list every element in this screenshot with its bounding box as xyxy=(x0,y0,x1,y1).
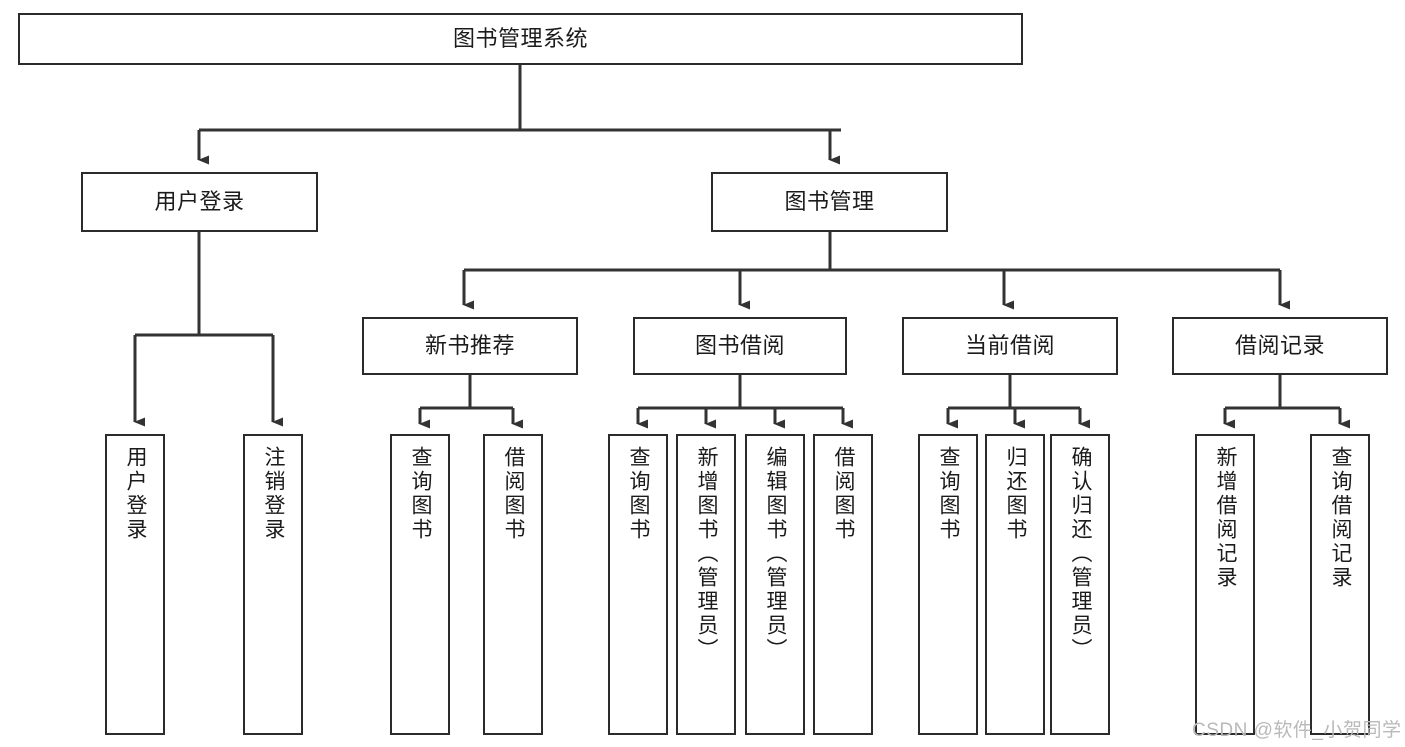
node-root-label: 图书管理系统 xyxy=(452,26,588,52)
leaf-record-add[interactable]: 新增借阅记录 xyxy=(1195,434,1255,735)
leaf-borrow-add-book-label: 新增图书（管理员） xyxy=(695,446,719,662)
leaf-borrow-edit-book[interactable]: 编辑图书（管理员） xyxy=(745,434,805,735)
leaf-current-confirm-return-label: 确认归还（管理员） xyxy=(1069,446,1093,662)
node-current-borrow[interactable]: 当前借阅 xyxy=(902,317,1118,375)
leaf-current-return-book-label: 归还图书 xyxy=(1004,446,1028,542)
leaf-borrow-borrow-book-label: 借阅图书 xyxy=(832,446,856,542)
leaf-recommend-query-book[interactable]: 查询图书 xyxy=(390,434,450,735)
node-borrow-record[interactable]: 借阅记录 xyxy=(1172,317,1388,375)
leaf-borrow-edit-book-label: 编辑图书（管理员） xyxy=(764,446,788,662)
leaf-current-query-book[interactable]: 查询图书 xyxy=(918,434,978,735)
node-user-login-label: 用户登录 xyxy=(154,189,245,215)
leaf-user-login-label: 用户登录 xyxy=(124,446,148,542)
watermark-text: CSDN @软件_小贺同学 xyxy=(1192,720,1402,741)
leaf-record-query[interactable]: 查询借阅记录 xyxy=(1310,434,1370,735)
node-new-book-recommend[interactable]: 新书推荐 xyxy=(362,317,578,375)
node-book-management[interactable]: 图书管理 xyxy=(711,172,948,232)
leaf-recommend-query-book-label: 查询图书 xyxy=(409,446,433,542)
leaf-record-query-label: 查询借阅记录 xyxy=(1329,446,1353,590)
node-book-borrow-label: 图书借阅 xyxy=(694,333,785,359)
leaf-borrow-query-book[interactable]: 查询图书 xyxy=(608,434,668,735)
node-user-login[interactable]: 用户登录 xyxy=(81,172,318,232)
leaf-recommend-borrow-book-label: 借阅图书 xyxy=(502,446,526,542)
leaf-user-logout-label: 注销登录 xyxy=(262,446,286,542)
leaf-current-query-book-label: 查询图书 xyxy=(937,446,961,542)
leaf-recommend-borrow-book[interactable]: 借阅图书 xyxy=(483,434,543,735)
leaf-user-logout[interactable]: 注销登录 xyxy=(243,434,303,735)
leaf-borrow-borrow-book[interactable]: 借阅图书 xyxy=(813,434,873,735)
node-book-borrow[interactable]: 图书借阅 xyxy=(633,317,847,375)
node-book-management-label: 图书管理 xyxy=(784,189,875,215)
node-current-borrow-label: 当前借阅 xyxy=(964,333,1055,359)
leaf-current-return-book[interactable]: 归还图书 xyxy=(985,434,1045,735)
node-root[interactable]: 图书管理系统 xyxy=(18,13,1023,65)
leaf-borrow-add-book[interactable]: 新增图书（管理员） xyxy=(676,434,736,735)
node-borrow-record-label: 借阅记录 xyxy=(1234,333,1325,359)
leaf-record-add-label: 新增借阅记录 xyxy=(1214,446,1238,590)
leaf-user-login[interactable]: 用户登录 xyxy=(105,434,165,735)
leaf-current-confirm-return[interactable]: 确认归还（管理员） xyxy=(1050,434,1110,735)
leaf-borrow-query-book-label: 查询图书 xyxy=(627,446,651,542)
node-new-book-recommend-label: 新书推荐 xyxy=(424,333,515,359)
